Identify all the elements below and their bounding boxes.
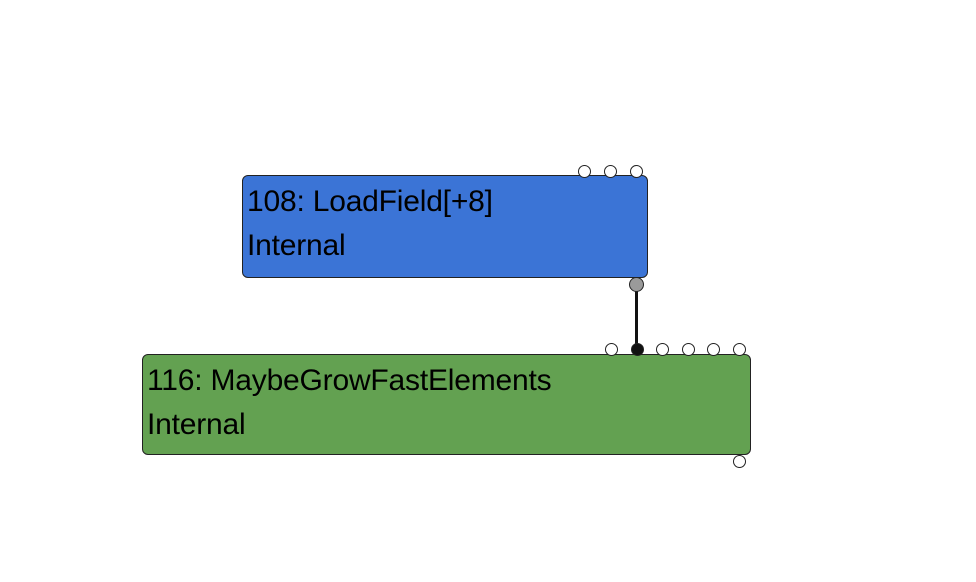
node-116-maybegrowfastelements-in-input-port-5[interactable] [732, 342, 746, 356]
node-116-maybegrowfastelements-out-output-port-0[interactable] [732, 454, 746, 468]
node-116-maybegrowfastelements-in-input-port-4[interactable] [706, 342, 720, 356]
node-116-maybegrowfastelements-in-input-port-1[interactable] [630, 342, 644, 356]
node-title: 108: LoadField[+8] [247, 185, 493, 218]
node-108-loadfield-out-output-port-0[interactable] [628, 276, 644, 292]
node-116-maybegrowfastelements-in-input-port-0[interactable] [604, 342, 618, 356]
node-108-loadfield[interactable]: 108: LoadField[+8] Internal [242, 175, 648, 278]
node-108-loadfield-in-input-port-2[interactable] [629, 164, 643, 178]
node-116-maybegrowfastelements-in-input-port-3[interactable] [681, 342, 695, 356]
node-title: 116: MaybeGrowFastElements [147, 364, 552, 397]
node-108-loadfield-in-input-port-0[interactable] [577, 164, 591, 178]
node-108-loadfield-in-input-port-1[interactable] [603, 164, 617, 178]
node-subtitle: Internal [147, 408, 246, 441]
edge-108-to-116[interactable] [634, 284, 638, 349]
node-subtitle: Internal [247, 229, 346, 262]
node-116-maybegrowfastelements-in-input-port-2[interactable] [655, 342, 669, 356]
